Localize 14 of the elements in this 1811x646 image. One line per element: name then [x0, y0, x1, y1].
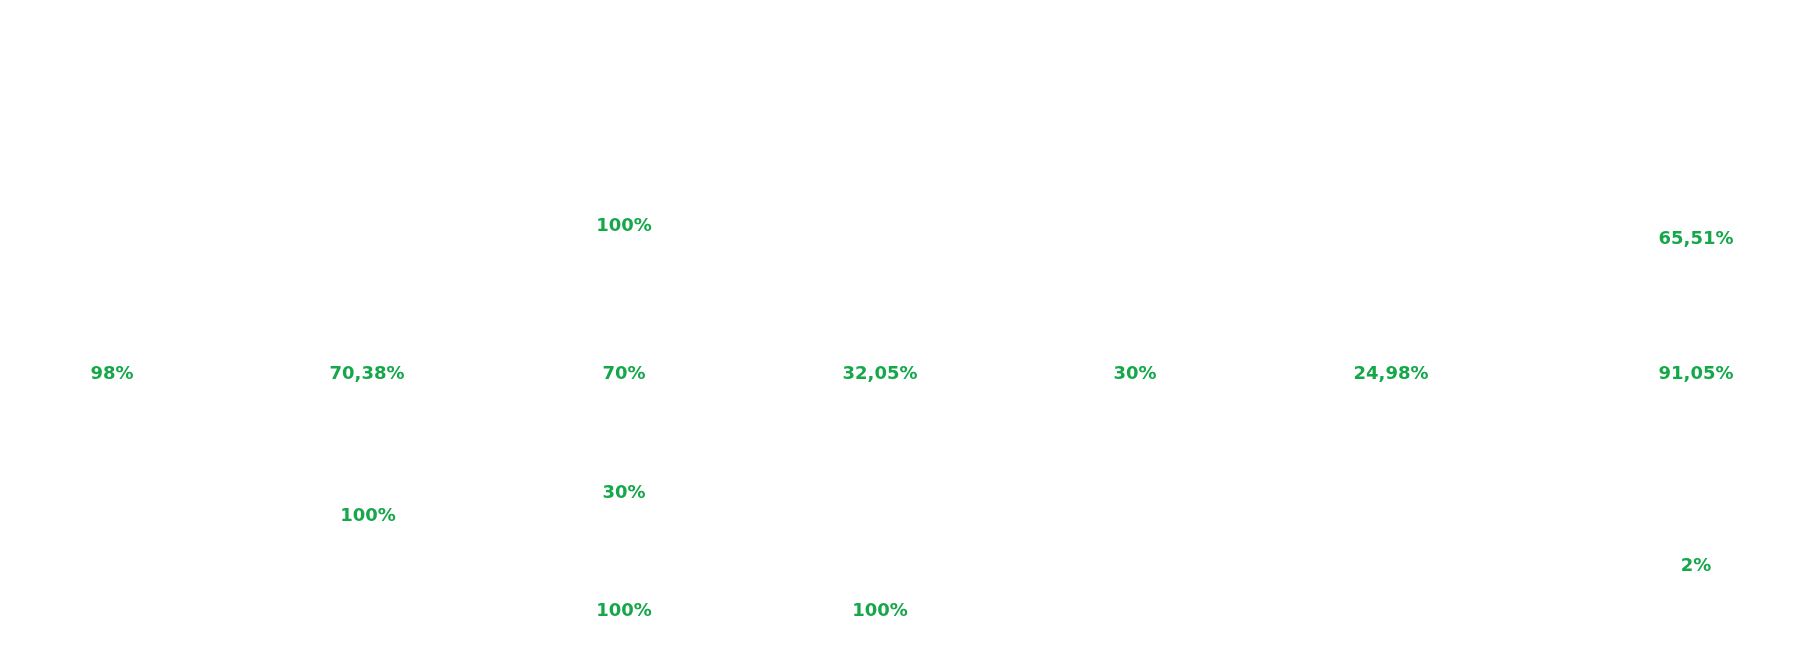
percentage-label: 100% [852, 598, 908, 620]
percentage-label: 100% [596, 213, 652, 235]
percentage-label: 91,05% [1658, 361, 1734, 383]
percentage-label: 70,38% [329, 361, 405, 383]
percentage-label: 98% [90, 361, 134, 383]
percentage-label: 30% [602, 480, 646, 502]
percentage-label: 100% [340, 503, 396, 525]
percentage-label: 65,51% [1658, 226, 1734, 248]
percentage-label: 100% [596, 598, 652, 620]
percentage-label: 30% [1113, 361, 1157, 383]
percentage-label: 2% [1680, 553, 1712, 575]
percentage-label: 24,98% [1353, 361, 1429, 383]
percentage-label: 70% [602, 361, 646, 383]
percentage-label: 32,05% [842, 361, 918, 383]
